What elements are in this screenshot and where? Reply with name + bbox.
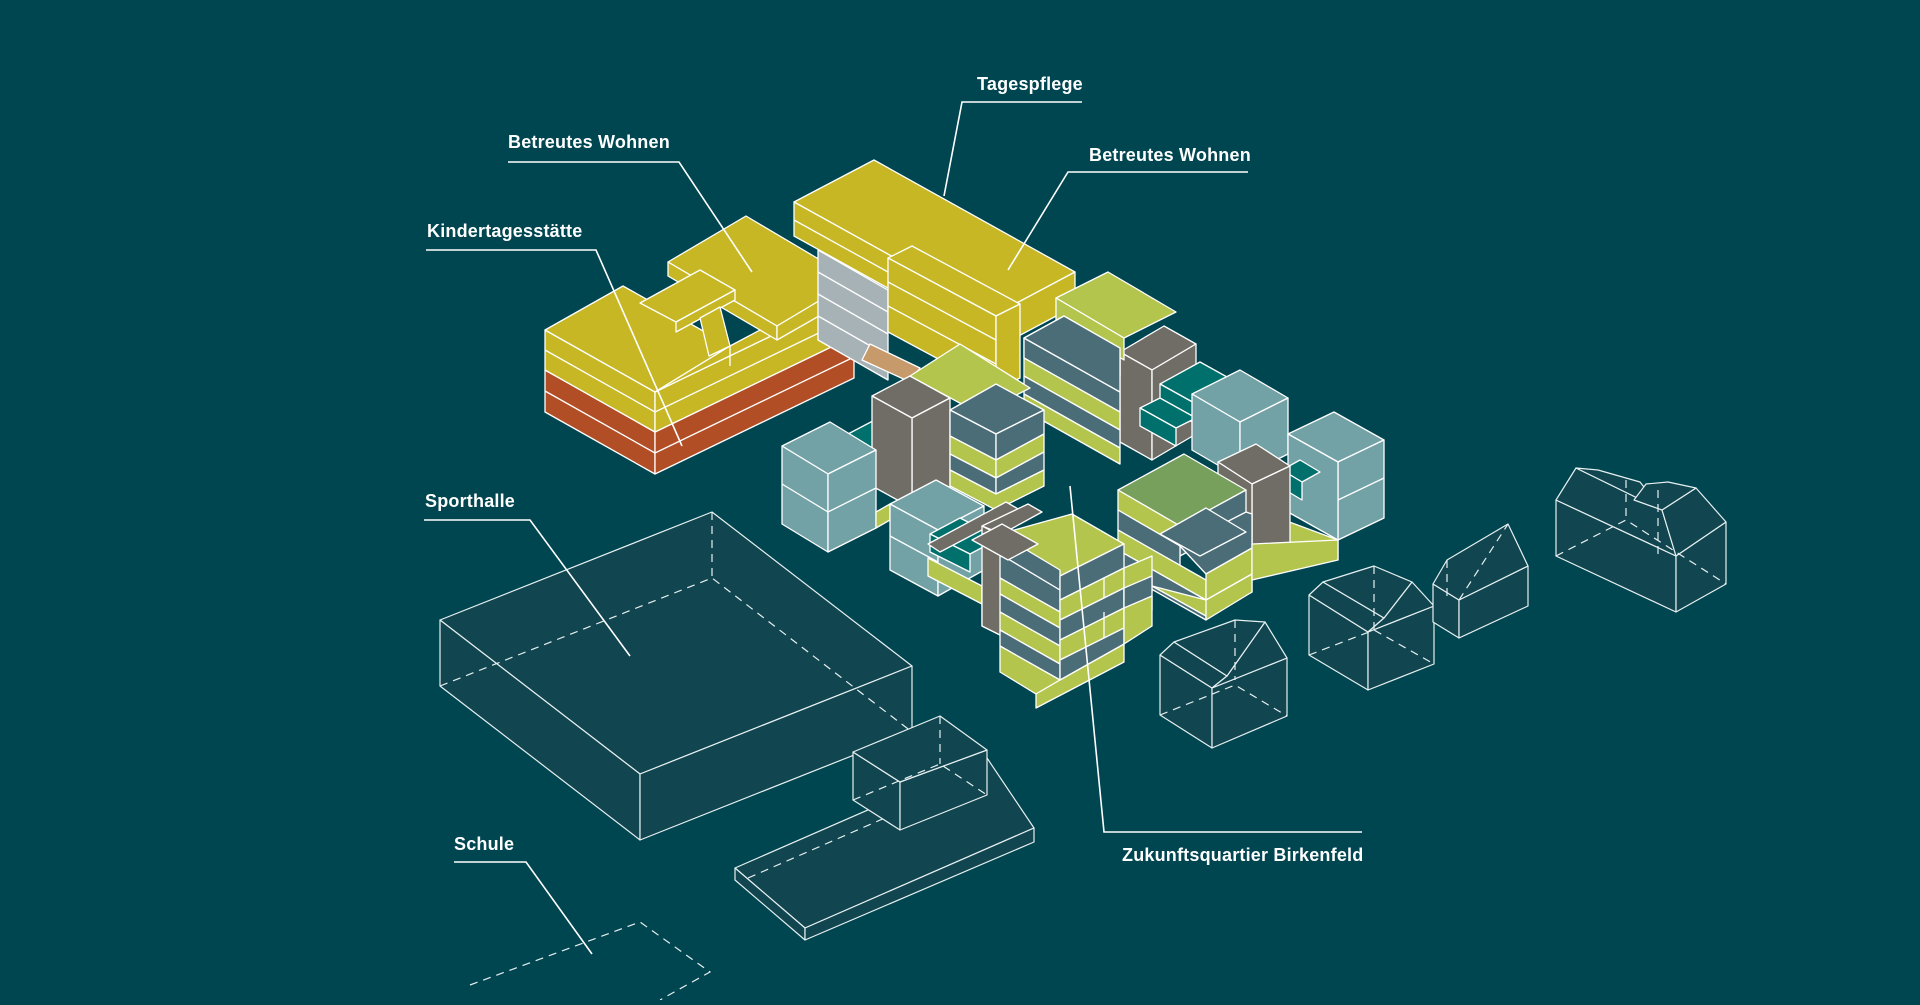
house-4	[1555, 467, 1727, 613]
leader-lines	[424, 101, 1362, 955]
label-betreutes-wohnen-right: Betreutes Wohnen	[1089, 145, 1251, 165]
house-3	[1432, 523, 1529, 639]
leader-tagespflege	[943, 101, 1082, 197]
leader-kindertagesstaette	[426, 249, 683, 447]
leader-betreutes-wohnen-left	[508, 161, 753, 273]
leader-zukunftsquartier	[1069, 485, 1362, 833]
label-zukunftsquartier: Zukunftsquartier Birkenfeld	[1122, 845, 1364, 865]
leader-sporthalle	[424, 519, 631, 657]
leader-betreutes-wohnen-right	[1007, 171, 1248, 271]
house-1	[1159, 619, 1288, 749]
sporthalle-building	[439, 511, 913, 841]
leader-schule	[454, 861, 593, 955]
label-betreutes-wohnen-left: Betreutes Wohnen	[508, 132, 670, 152]
label-sporthalle: Sporthalle	[425, 491, 516, 511]
label-tagespflege: Tagespflege	[977, 74, 1083, 94]
small-house-building	[852, 715, 988, 831]
schule-outline	[469, 921, 712, 1001]
kita-and-betreutes-wohnen-building	[544, 215, 855, 475]
label-schule: Schule	[454, 834, 515, 854]
label-kindertagesstaette: Kindertagesstätte	[427, 221, 583, 241]
house-2	[1308, 565, 1435, 691]
zukunftsquartier-building	[781, 271, 1385, 709]
